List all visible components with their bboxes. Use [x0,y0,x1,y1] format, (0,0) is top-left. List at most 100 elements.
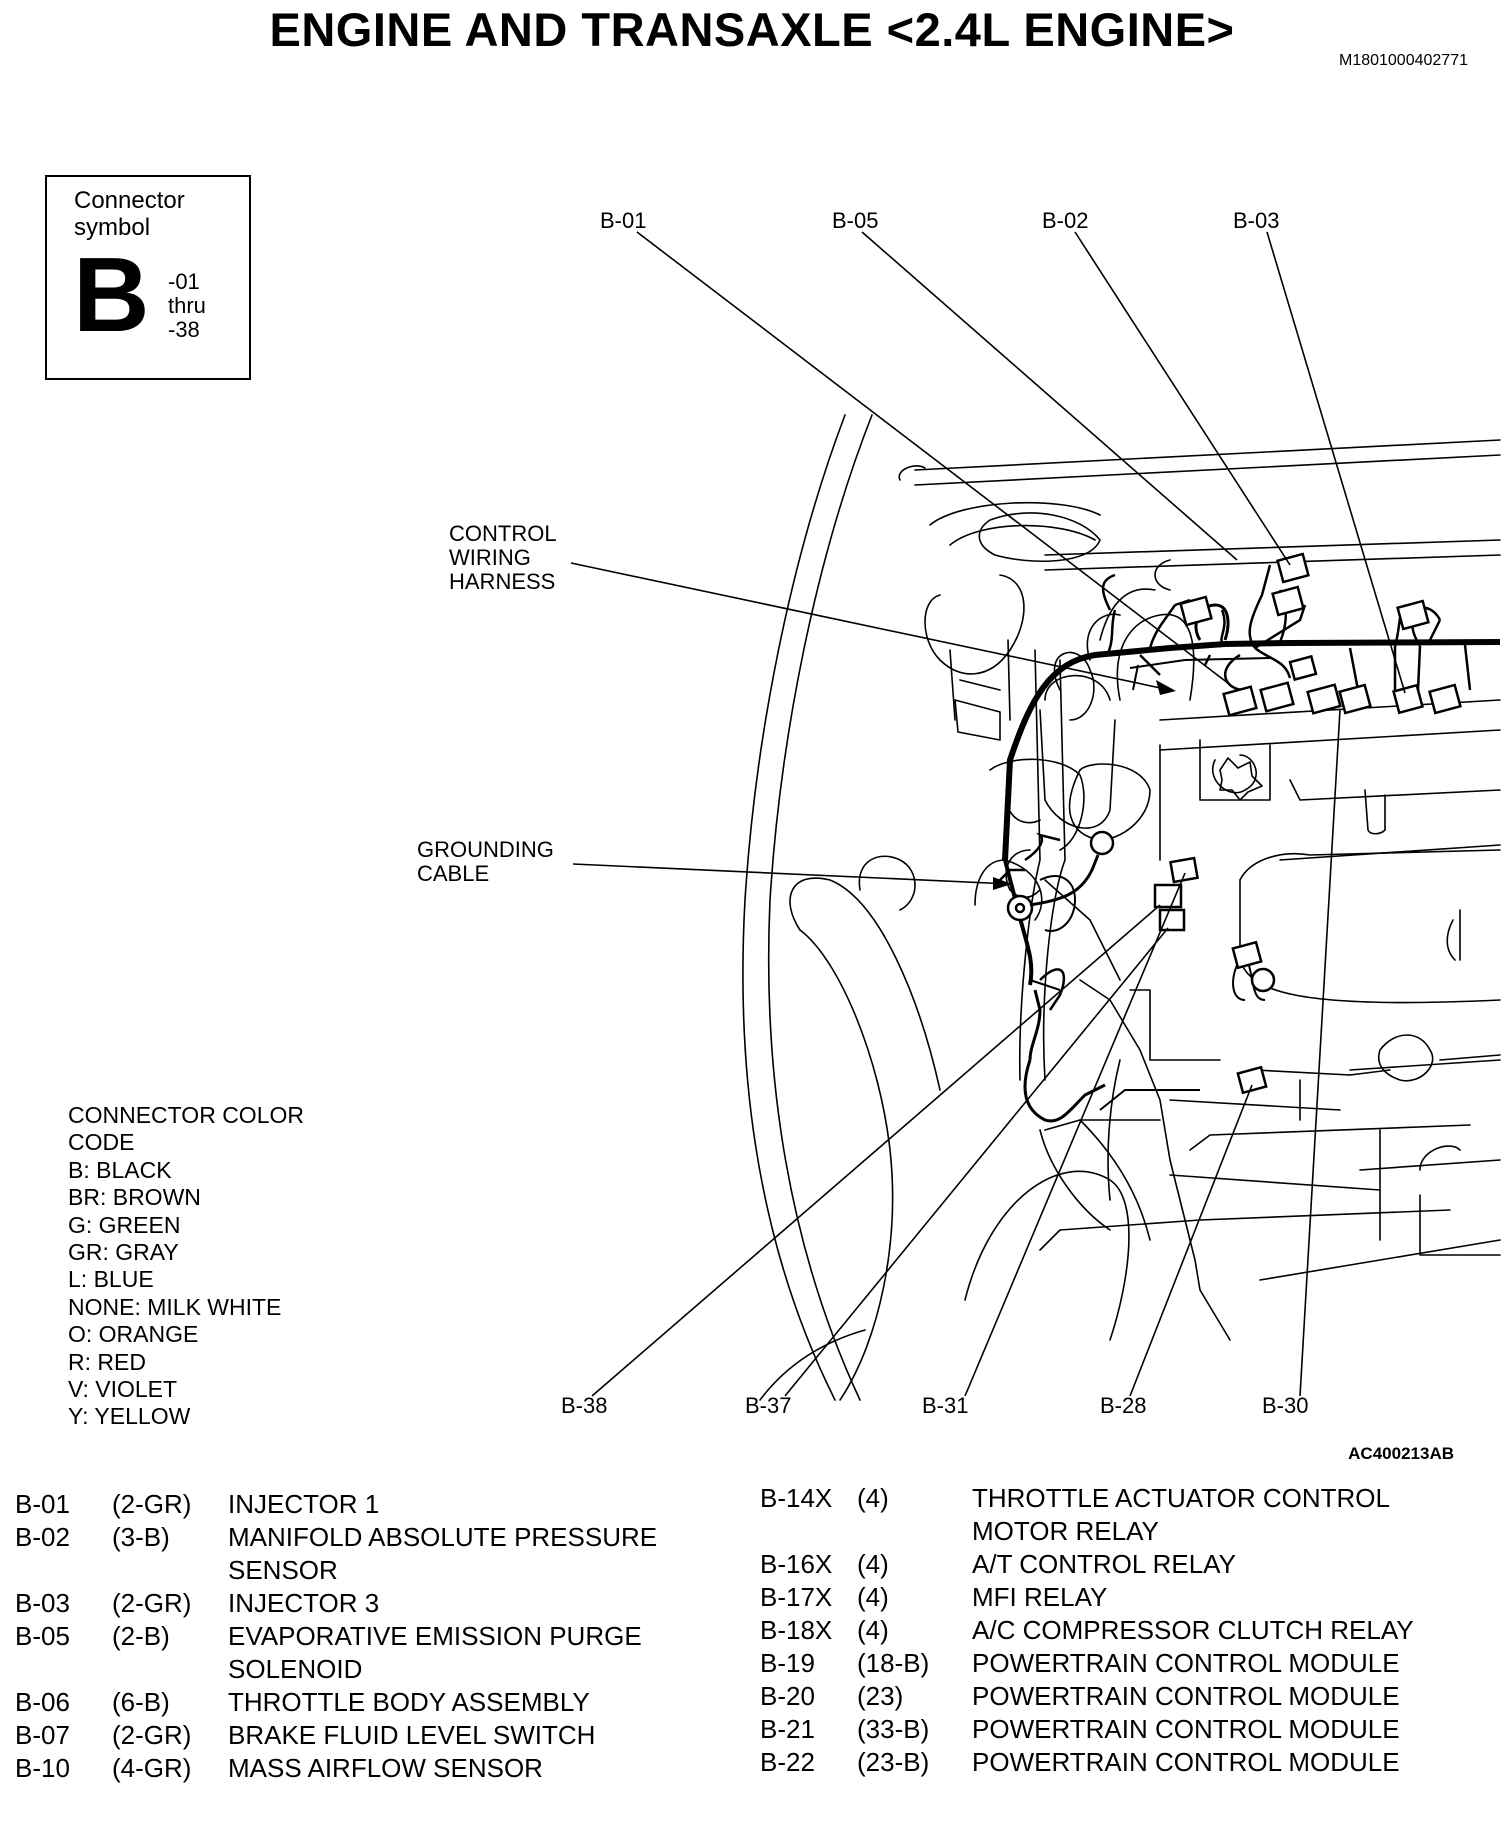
legend-description: POWERTRAIN CONTROL MODULE [972,1747,1400,1777]
connector-range-start: -01 [168,269,200,294]
ground-terminal-a-hole [1014,902,1026,914]
harness-branch-b28 [1028,989,1042,1061]
arrowhead-grounding-cable [993,877,1012,890]
legend-code: B-16X [760,1549,833,1579]
harness-lead-o [1039,875,1077,932]
legend-spec: (2-B) [112,1621,170,1651]
connector-left-a [1179,595,1213,627]
legend-spec: (4) [857,1615,889,1645]
legend-code: B-05 [15,1621,70,1651]
connector-symbol-range: -01 thru -38 [168,270,206,342]
legend-spec: (6-B) [112,1687,170,1717]
legend-spec: (3-B) [112,1522,170,1552]
harness-lead-a [1029,979,1061,991]
page-title: ENGINE AND TRANSAXLE <2.4L ENGINE> [269,3,1235,56]
leader-grounding-cable [572,863,1011,885]
legend-row: B-17X (4) MFI RELAY [760,1581,1480,1614]
legend-row: B-06 (6-B) THROTTLE BODY ASSEMBLY [15,1686,715,1719]
legend-spec: (4) [857,1549,889,1579]
color-code-entry: NONE: MILK WHITE [68,1293,282,1320]
connector-b03-body [1392,683,1424,715]
legend-code: B-18X [760,1615,833,1645]
legend-row: B-05 (2-B) EVAPORATIVE EMISSION PURGE SO… [15,1620,715,1686]
harness-group [999,564,1501,1123]
figure-id: AC400213AB [1348,1444,1454,1463]
legend-code: B-03 [15,1588,70,1618]
legend-description: INJECTOR 1 [228,1489,380,1519]
callout-b37: B-37 [745,1393,792,1418]
harness-lead-g [1223,653,1246,692]
legend-description: POWERTRAIN CONTROL MODULE [972,1648,1400,1678]
leader-lines [570,231,1406,1397]
engine-outline-strokes [742,414,1501,1401]
legend-spec: (4) [857,1483,889,1513]
callout-b01: B-01 [600,208,647,233]
legend-description: POWERTRAIN CONTROL MODULE [972,1714,1400,1744]
color-code-entry: V: VIOLET [68,1376,178,1403]
harness-lead-j [999,832,1061,881]
legend-row: B-01 (2-GR) INJECTOR 1 [15,1488,715,1521]
harness-branch-b28-tail [1023,1059,1106,1123]
grounding-cable-group [1006,830,1276,993]
legend-description: INJECTOR 3 [228,1588,380,1618]
legend-description: A/T CONTROL RELAY [972,1549,1236,1579]
legend-spec: (23) [857,1681,904,1711]
legend-row: B-21 (33-B) POWERTRAIN CONTROL MODULE [760,1713,1480,1746]
connector-b01-body [1222,685,1258,717]
legend-code: B-14X [760,1483,833,1513]
legend-code: B-21 [760,1714,815,1744]
leader-b28 [1129,1084,1253,1397]
legend-spec: (2-GR) [112,1720,192,1750]
harness-lead-e [1148,604,1177,649]
connector-range-thru: thru [168,293,206,318]
connector-b02-lower [1271,585,1305,617]
legend-row: B-22 (23-B) POWERTRAIN CONTROL MODULE [760,1746,1480,1779]
harness-lead-q [1099,1089,1200,1111]
legend-row: B-20 (23) POWERTRAIN CONTROL MODULE [760,1680,1480,1713]
callout-grounding-line1: GROUNDING [417,837,554,862]
callout-b02: B-02 [1042,208,1089,233]
color-code-entry: O: ORANGE [68,1321,199,1348]
legend-description: MASS AIRFLOW SENSOR [228,1753,543,1783]
color-code-entry: GR: GRAY [68,1239,179,1266]
control-wiring-harness-trunk [1002,640,1291,861]
connector-small-a [1288,654,1318,682]
legend-row: B-16X (4) A/T CONTROL RELAY [760,1548,1480,1581]
connector-b37-body [1168,856,1200,884]
callout-control-line1: CONTROL [449,521,557,546]
legend-code: B-10 [15,1753,70,1783]
connector-b31-body [1158,908,1186,932]
legend-spec: (33-B) [857,1714,930,1744]
legend-row: B-10 (4-GR) MASS AIRFLOW SENSOR [15,1752,715,1785]
callout-b05: B-05 [832,208,879,233]
connector-color-code-legend: CONNECTOR COLOR CODE B: BLACK BR: BROWN … [68,1102,304,1431]
legend-code: B-22 [760,1747,815,1777]
leader-control-harness [570,562,1171,691]
connector-symbol-box: Connector symbol B -01 thru -38 [45,175,251,380]
legend-description: BRAKE FLUID LEVEL SWITCH [228,1720,596,1750]
harness-lead-i [1254,604,1307,650]
leader-arrowheads [993,680,1176,890]
color-code-heading-1: CONNECTOR COLOR [68,1102,304,1128]
color-code-heading-2: CODE [68,1129,135,1156]
legend-spec: (4) [857,1582,889,1612]
callout-b03: B-03 [1233,208,1280,233]
legend-code: B-06 [15,1687,70,1717]
legend-row: B-14X (4) THROTTLE ACTUATOR CONTROL MOTO… [760,1482,1480,1548]
callout-control-line3: HARNESS [449,569,556,594]
legend-spec: (2-GR) [112,1588,192,1618]
leader-b37 [784,927,1169,1397]
legend-row: B-07 (2-GR) BRAKE FLUID LEVEL SWITCH [15,1719,715,1752]
legend-description: THROTTLE BODY ASSEMBLY [228,1687,590,1717]
legend-code: B-07 [15,1720,70,1750]
legend-spec: (4-GR) [112,1753,192,1783]
leader-b05 [861,231,1238,561]
harness-lead-h [1184,657,1271,661]
legend-code: B-17X [760,1582,833,1612]
legend-row: B-03 (2-GR) INJECTOR 3 [15,1587,715,1620]
legend-spec: (18-B) [857,1648,930,1678]
legend-code: B-20 [760,1681,815,1711]
callout-grounding-line2: CABLE [417,861,490,886]
legend-description: MFI RELAY [972,1582,1108,1612]
